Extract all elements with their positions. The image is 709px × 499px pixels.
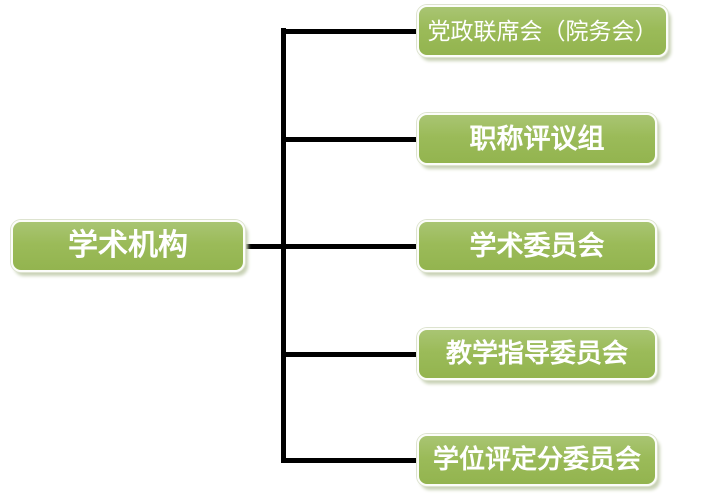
connector-branch-2 [281, 137, 417, 142]
child-node-degree-evaluation-subcommittee: 学位评定分委员会 [417, 434, 657, 486]
child-node-title-review-group: 职称评议组 [417, 113, 657, 165]
connector-branch-4 [281, 352, 417, 357]
child-node-party-government-joint-meeting: 党政联席会（院务会） [417, 5, 668, 57]
child-node-teaching-steering-committee: 教学指导委员会 [417, 328, 657, 380]
connector-branch-1 [281, 29, 417, 34]
connector-branch-5 [281, 458, 417, 463]
root-node-academic-institutions: 学术机构 [11, 220, 245, 272]
connector-branch-root-3 [245, 244, 417, 249]
child-node-academic-committee: 学术委员会 [417, 220, 657, 272]
